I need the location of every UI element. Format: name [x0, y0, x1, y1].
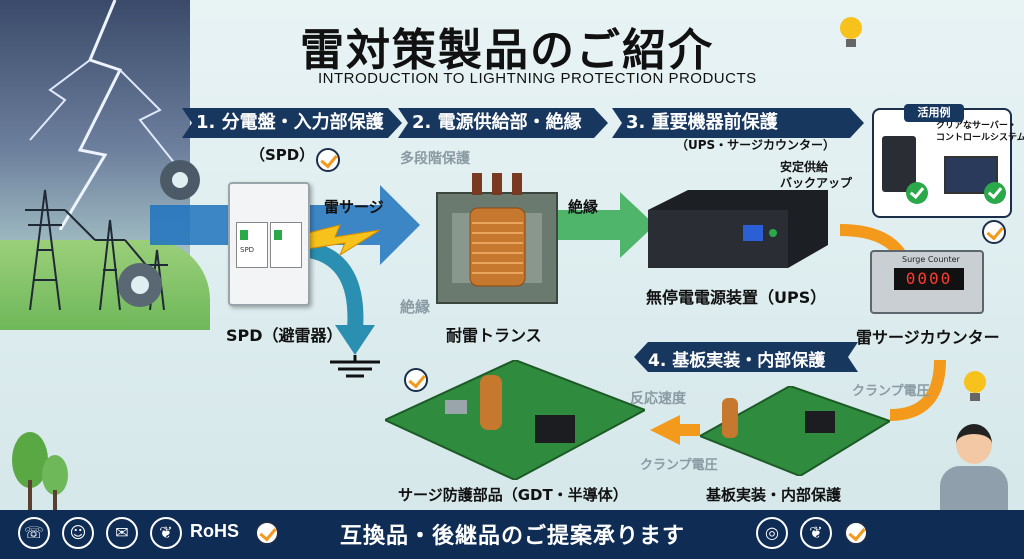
callout-head: 活用例 [904, 104, 964, 122]
circuit-board-right [700, 386, 890, 476]
page-title: 雷対策製品のご紹介 [300, 25, 714, 76]
ups-name-label: 無停電電源装置（UPS） [646, 288, 827, 307]
surge-parts-label: サージ防護部品（GDT・半導体） [398, 486, 628, 504]
phone-icon: ☏ [18, 517, 50, 549]
globe-icon: ◎ [756, 517, 788, 549]
spd-top-label: （SPD） [250, 146, 315, 164]
stable-supply-label: 安定供給 [780, 160, 829, 174]
surge-counter-device: Surge Counter 0000 [870, 250, 984, 314]
insulation-top-label: 絶縁 [568, 198, 599, 216]
rohs-label: RoHS [190, 521, 239, 541]
engineer-figure [934, 420, 1014, 516]
transformer-name-label: 耐雷トランス [446, 326, 542, 345]
ups-sub-label: （UPS・サージカウンター） [676, 138, 835, 152]
surge-bolt-icon [300, 224, 380, 257]
circuit-board-left [385, 360, 645, 480]
step-banner-1: 1. 分電盤・入力部保護 [182, 108, 402, 138]
clamp-voltage-right-label: クランプ電圧 [852, 384, 930, 399]
person-icon: ☺ [62, 517, 94, 549]
spd-device-text: SPD [240, 246, 255, 254]
check-icon [255, 521, 279, 545]
counter-panel-label: Surge Counter [902, 255, 960, 264]
lightbulb-icon [840, 17, 862, 47]
step-banner-3: 3. 重要機器前保護 [612, 108, 864, 138]
backup-label: バックアップ [780, 176, 853, 190]
check-icon [844, 521, 868, 545]
return-arrow [650, 360, 946, 445]
transformer-device [436, 173, 558, 304]
ups-device [648, 190, 828, 268]
leaf-icon: ❦ [150, 517, 182, 549]
mail-icon: ✉ [106, 517, 138, 549]
callout-line-2: コントロールシステム [936, 133, 1024, 143]
leaf-icon: ❦ [800, 517, 832, 549]
grass-field [0, 240, 210, 330]
response-speed-label: 反応速度 [630, 391, 686, 407]
check-icon [984, 182, 1006, 204]
insulation-left-label: 絶縁 [400, 298, 431, 316]
counter-display: 0000 [894, 268, 964, 290]
gear-icon [160, 160, 200, 200]
check-icon [982, 220, 1006, 244]
step-banner-2: 2. 電源供給部・絶縁 [398, 108, 608, 138]
check-icon [906, 182, 928, 204]
spd-name-label: SPD（避雷器） [226, 326, 343, 345]
callout-line-1: クリアなサーバー・ [936, 121, 1017, 131]
footer-message: 互換品・後継品のご提案承ります [340, 524, 686, 549]
check-icon [404, 368, 428, 392]
usage-example-callout: クリアなサーバー・ コントロールシステム [872, 108, 1024, 218]
board-mount-label: 基板実装・内部保護 [706, 486, 842, 504]
page-subtitle: INTRODUCTION TO LIGHTNING PROTECTION PRO… [318, 70, 757, 87]
ground-arrow [308, 242, 380, 378]
multi-stage-label: 多段階保護 [400, 151, 470, 167]
tree-icon [12, 432, 68, 510]
gear-icon [118, 263, 162, 307]
clamp-voltage-mid-label: クランプ電圧 [640, 458, 718, 473]
lightning-bolt-icon [29, 0, 181, 230]
surge-label: 雷サージ [324, 198, 384, 216]
counter-name-label: 雷サージカウンター [856, 328, 1000, 347]
check-icon [316, 148, 340, 172]
lightbulb-icon [964, 371, 986, 401]
step-banner-4: 4. 基板実装・内部保護 [648, 351, 826, 371]
spd-device: SPD [228, 182, 310, 306]
